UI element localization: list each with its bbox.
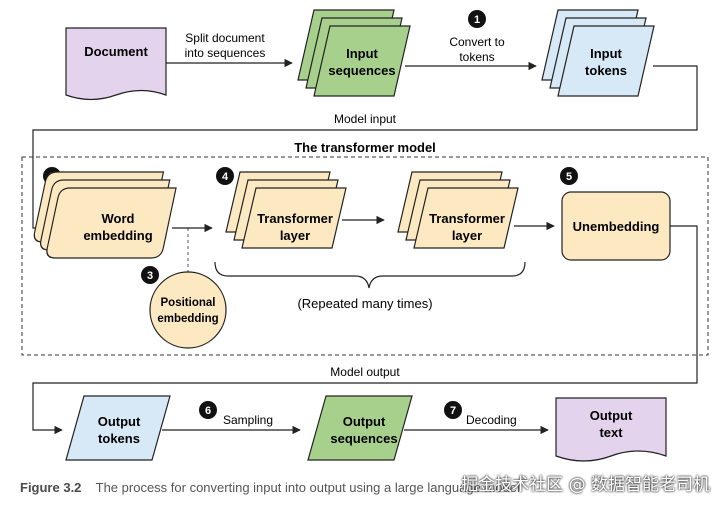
transformer-layer-1-node: 4 Transformer layer	[216, 167, 347, 249]
word-embedding-line1: Word	[102, 211, 135, 226]
transformer-2-line2: layer	[452, 228, 482, 243]
step-badge-3	[141, 266, 159, 284]
word-embedding-node: 2 Word embedding	[33, 167, 177, 259]
svg-text:6: 6	[205, 405, 211, 417]
transformer-1-line1: Transformer	[257, 211, 333, 226]
split-label-line1: Split document	[185, 31, 265, 45]
output-sequences-line1: Output	[343, 414, 386, 429]
output-text-line1: Output	[590, 408, 633, 423]
model-output-label: Model output	[330, 365, 400, 379]
document-label: Document	[84, 44, 148, 59]
word-embedding-line2: embedding	[83, 228, 152, 243]
step-badge-7	[444, 401, 462, 419]
step-badge-1	[468, 10, 486, 28]
positional-embedding-line2: embedding	[157, 313, 218, 325]
output-sequences-node: Output sequences	[307, 395, 413, 461]
split-label-line2: into sequences	[185, 46, 266, 60]
model-input-label: Model input	[334, 112, 397, 126]
input-sequences-line2: sequences	[328, 63, 395, 78]
svg-text:3: 3	[147, 270, 153, 282]
unembedding-label: Unembedding	[573, 219, 660, 234]
transformer-1-line2: layer	[280, 228, 310, 243]
transformer-2-line1: Transformer	[429, 211, 505, 226]
output-tokens-node: Output tokens	[65, 395, 171, 461]
input-tokens-node: Input tokens	[541, 9, 655, 97]
transformer-model-box: The transformer model	[21, 140, 709, 356]
positional-embedding-node: 3 Positional embedding	[141, 227, 227, 349]
output-text-line2: text	[599, 425, 623, 440]
watermark-text: 掘金技术社区 @ 数据智能老司机	[461, 475, 710, 495]
positional-embedding-line1: Positional	[161, 297, 216, 309]
model-box-title: The transformer model	[294, 140, 436, 155]
step-badge-5	[560, 167, 578, 185]
sampling-edge: 6 Sampling	[162, 401, 301, 435]
svg-text:7: 7	[450, 405, 456, 417]
svg-text:1: 1	[474, 14, 480, 26]
output-sequences-line2: sequences	[330, 431, 397, 446]
svg-text:4: 4	[222, 171, 229, 183]
input-sequences-node: Input sequences	[297, 9, 411, 97]
step-badge-4	[216, 167, 234, 185]
svg-text:5: 5	[566, 171, 572, 183]
model-output-edge: Model output	[32, 225, 698, 435]
output-tokens-line1: Output	[98, 414, 141, 429]
convert-label-line1: Convert to	[449, 35, 505, 49]
step-badge-6	[199, 401, 217, 419]
output-tokens-line2: tokens	[98, 431, 140, 446]
figure-title: The process for converting input into ou…	[95, 480, 520, 495]
repeat-brace: (Repeated many times)	[214, 261, 526, 311]
input-tokens-line1: Input	[590, 46, 622, 61]
input-sequences-line1: Input	[346, 46, 378, 61]
diagram-canvas: Document Split document into sequences I…	[21, 9, 709, 462]
decoding-label: Decoding	[466, 413, 517, 427]
decoding-edge: 7 Decoding	[404, 401, 549, 435]
convert-label-line2: tokens	[459, 50, 494, 64]
figure-caption: Figure 3.2 The process for converting in…	[20, 480, 720, 500]
figure-number: Figure 3.2	[20, 480, 82, 495]
convert-edge: 1 Convert to tokens	[405, 10, 537, 71]
document-node: Document	[65, 27, 167, 101]
unembedding-node: 5 Unembedding	[560, 167, 671, 261]
sampling-label: Sampling	[223, 413, 273, 427]
repeat-label: (Repeated many times)	[297, 296, 432, 311]
transformer-layer-2-node: Transformer layer	[397, 171, 519, 249]
input-tokens-line2: tokens	[585, 63, 627, 78]
split-edge: Split document into sequences	[166, 31, 293, 68]
output-text-node: Output text	[555, 397, 667, 462]
